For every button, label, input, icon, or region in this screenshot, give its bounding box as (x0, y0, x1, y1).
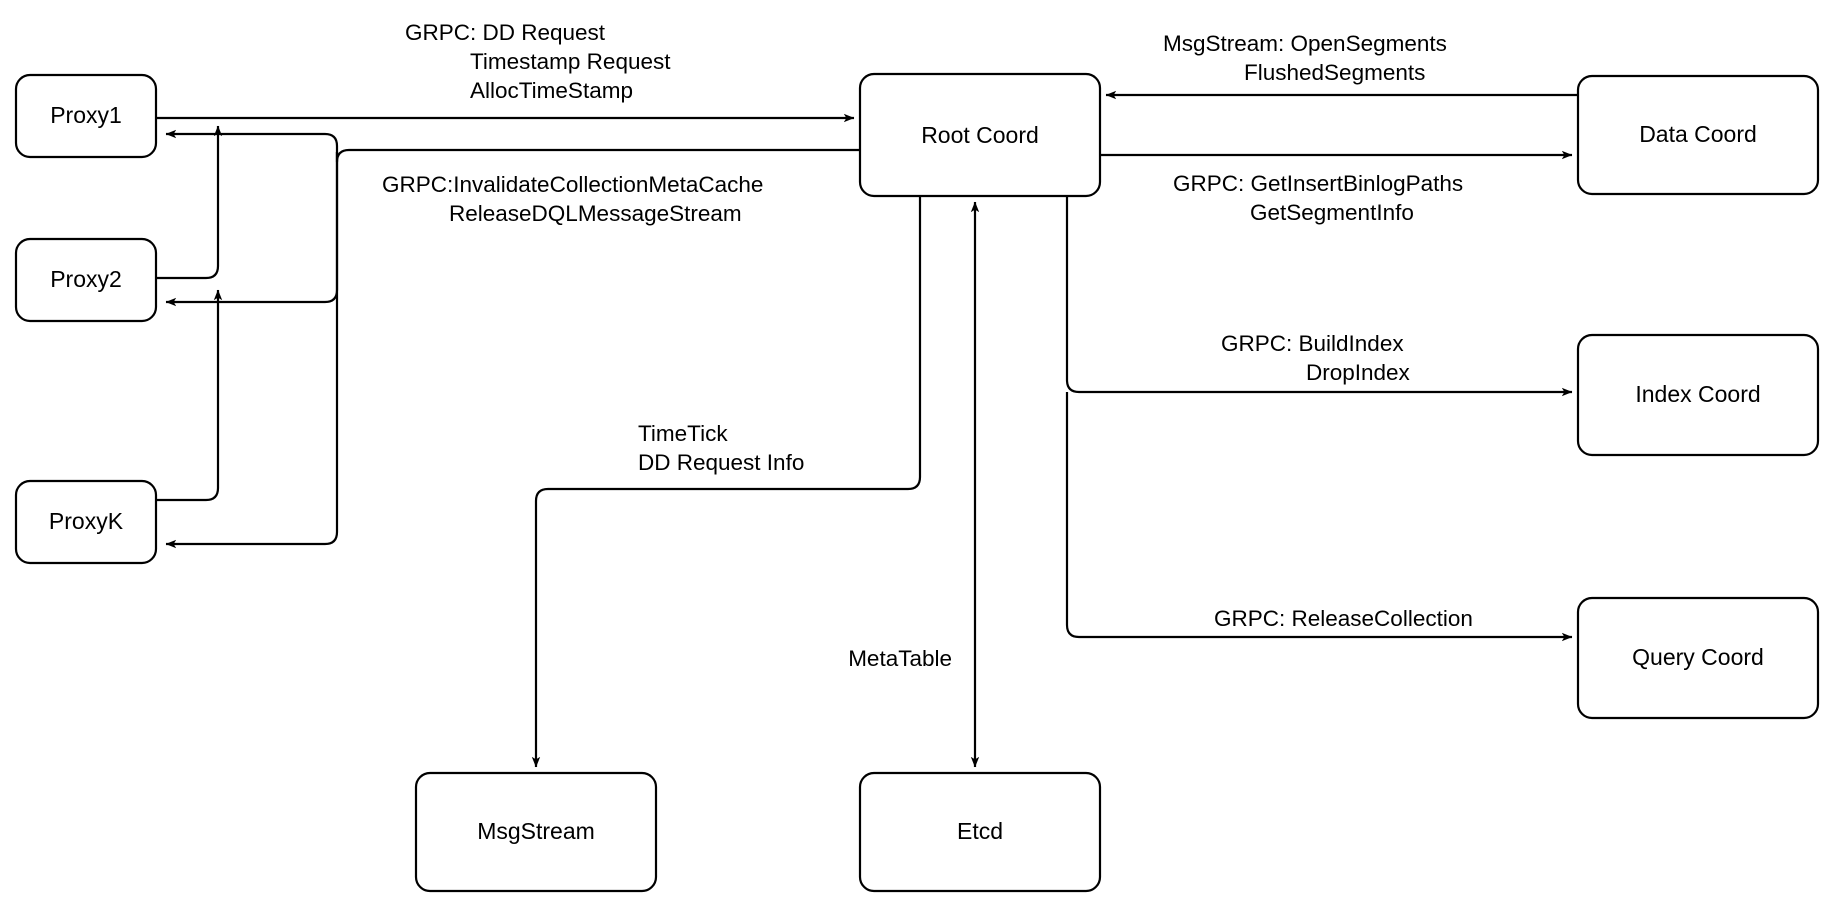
node-index-coord-label: Index Coord (1635, 381, 1760, 407)
node-msgstream-label: MsgStream (477, 818, 595, 844)
node-proxyk-box[interactable] (14, 479, 158, 565)
edge-rootcoord-to-proxyk (165, 152, 339, 549)
edge-labels-layer: GRPC: DD Request Timestamp Request Alloc… (382, 20, 1473, 671)
node-msgstream[interactable]: MsgStream (414, 771, 658, 893)
node-root-coord-label: Root Coord (921, 122, 1039, 148)
node-proxy1-box[interactable] (14, 73, 158, 159)
node-index-coord-box[interactable] (1576, 333, 1820, 457)
node-query-coord-label: Query Coord (1632, 644, 1764, 670)
edge-label-line: AllocTimeStamp (470, 78, 633, 103)
edge-label-line: TimeTick (638, 421, 728, 446)
edge-label-line: DD Request Info (638, 450, 804, 475)
nodes-layer: Proxy1 Proxy2 ProxyK Root Coord Data Coo… (14, 72, 1820, 893)
edge-rootcoord-to-msgstream (531, 196, 922, 768)
edge-label-line: ReleaseDQLMessageStream (449, 201, 742, 226)
node-etcd-box[interactable] (858, 771, 1102, 893)
edge-label-rootcoord-to-proxies: GRPC:InvalidateCollectionMetaCache Relea… (382, 172, 763, 226)
edge-label-line: FlushedSegments (1244, 60, 1425, 85)
edge-label-line: GRPC: GetInsertBinlogPaths (1173, 171, 1463, 196)
edge-label-line: Timestamp Request (470, 49, 671, 74)
edge-label-line: GRPC: BuildIndex (1221, 331, 1404, 356)
edge-label-line: MetaTable (848, 646, 952, 671)
node-data-coord-label: Data Coord (1639, 121, 1757, 147)
node-proxy1[interactable]: Proxy1 (14, 73, 158, 159)
node-query-coord-box[interactable] (1576, 596, 1820, 720)
edge-label-line: GRPC: ReleaseCollection (1214, 606, 1473, 631)
edge-rootcoord-to-proxy1 (165, 129, 860, 164)
edge-rootcoord-to-proxy2 (165, 152, 339, 307)
node-proxy1-label: Proxy1 (50, 102, 122, 128)
node-proxy2-box[interactable] (14, 237, 158, 323)
node-etcd-label: Etcd (957, 818, 1003, 844)
edge-rootcoord-to-indexcoord (1065, 196, 1573, 397)
edge-label-rootcoord-to-querycoord: GRPC: ReleaseCollection (1214, 606, 1473, 631)
node-index-coord[interactable]: Index Coord (1576, 333, 1820, 457)
node-root-coord-box[interactable] (858, 72, 1102, 198)
node-etcd[interactable]: Etcd (858, 771, 1102, 893)
edge-label-line: GetSegmentInfo (1250, 200, 1414, 225)
edge-label-proxy-to-rootcoord: GRPC: DD Request Timestamp Request Alloc… (405, 20, 671, 103)
edge-label-line: DropIndex (1306, 360, 1411, 385)
edge-label-line: GRPC: DD Request (405, 20, 606, 45)
edge-proxy2-to-trunk (156, 125, 223, 280)
edges-layer (156, 90, 1578, 768)
edge-label-line: MsgStream: OpenSegments (1163, 31, 1447, 56)
node-root-coord[interactable]: Root Coord (858, 72, 1102, 198)
edge-label-metatable: MetaTable (848, 646, 952, 671)
edge-label-rootcoord-to-msgstream: TimeTick DD Request Info (638, 421, 804, 475)
node-proxy2[interactable]: Proxy2 (14, 237, 158, 323)
edge-label-rootcoord-to-datacoord: GRPC: GetInsertBinlogPaths GetSegmentInf… (1173, 171, 1463, 225)
edge-label-rootcoord-to-indexcoord: GRPC: BuildIndex DropIndex (1221, 331, 1411, 385)
edge-label-line: GRPC:InvalidateCollectionMetaCache (382, 172, 763, 197)
edge-proxyk-to-trunk (156, 289, 223, 502)
edge-rootcoord-to-querycoord (1065, 392, 1573, 642)
edge-label-datacoord-to-rootcoord: MsgStream: OpenSegments FlushedSegments (1163, 31, 1447, 85)
node-query-coord[interactable]: Query Coord (1576, 596, 1820, 720)
node-data-coord[interactable]: Data Coord (1576, 74, 1820, 196)
node-msgstream-box[interactable] (414, 771, 658, 893)
node-proxy2-label: Proxy2 (50, 266, 122, 292)
node-proxyk[interactable]: ProxyK (14, 479, 158, 565)
node-data-coord-box[interactable] (1576, 74, 1820, 196)
node-proxyk-label: ProxyK (49, 508, 124, 534)
